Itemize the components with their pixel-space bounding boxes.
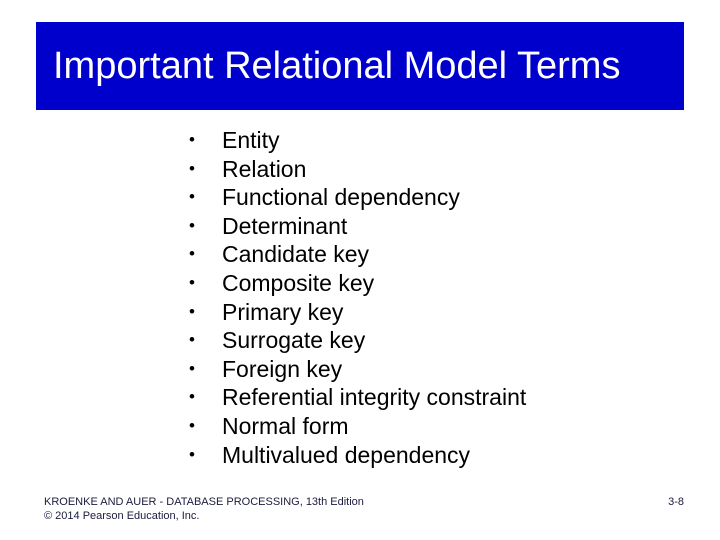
bullet-dot-icon: • [189,415,195,435]
list-item: • Foreign key [185,355,685,384]
footer-credit-text: KROENKE AND AUER - DATABASE PROCESSING, … [44,496,364,508]
list-item-label: Determinant [222,212,348,239]
bullet-dot-icon: • [189,187,195,207]
bullet-dot-icon: • [189,301,195,321]
list-item-label: Normal form [222,412,349,439]
list-item: • Entity [185,126,685,155]
list-item: • Primary key [185,298,685,327]
list-item-label: Primary key [222,298,344,325]
list-item: • Surrogate key [185,326,685,355]
terms-bullet-list: • Entity • Relation • Functional depende… [185,126,685,469]
list-item: • Normal form [185,412,685,441]
slide-title-banner: Important Relational Model Terms [36,22,684,110]
list-item-label: Referential integrity constraint [222,384,527,411]
bullet-dot-icon: • [189,387,195,407]
bullet-dot-icon: • [189,244,195,264]
page-title: Important Relational Model Terms [53,45,621,87]
list-item: • Multivalued dependency [185,441,685,470]
slide-footer: KROENKE AND AUER - DATABASE PROCESSING, … [44,495,684,529]
list-item-label: Entity [222,127,280,153]
bullet-dot-icon: • [189,444,195,464]
bullet-dot-icon: • [189,358,195,378]
list-item-label: Candidate key [222,241,370,268]
bullet-dot-icon: • [189,215,195,235]
list-item: • Determinant [185,212,685,241]
slide-number: 3-8 [668,496,684,508]
bullet-dot-icon: • [189,330,195,350]
list-item-label: Multivalued dependency [222,441,471,468]
list-item-label: Relation [222,155,307,182]
footer-copyright-text: © 2014 Pearson Education, Inc. [44,510,200,522]
list-item: • Composite key [185,269,685,298]
list-item-label: Surrogate key [222,327,366,354]
list-item-label: Foreign key [222,355,343,382]
list-item: • Functional dependency [185,183,685,212]
bullet-dot-icon: • [189,130,195,149]
bullet-dot-icon: • [189,158,195,178]
list-item: • Candidate key [185,240,685,269]
list-item-label: Functional dependency [222,184,460,211]
list-item: • Referential integrity constraint [185,383,685,412]
list-item: • Relation [185,155,685,184]
bullet-dot-icon: • [189,272,195,292]
list-item-label: Composite key [222,269,375,296]
